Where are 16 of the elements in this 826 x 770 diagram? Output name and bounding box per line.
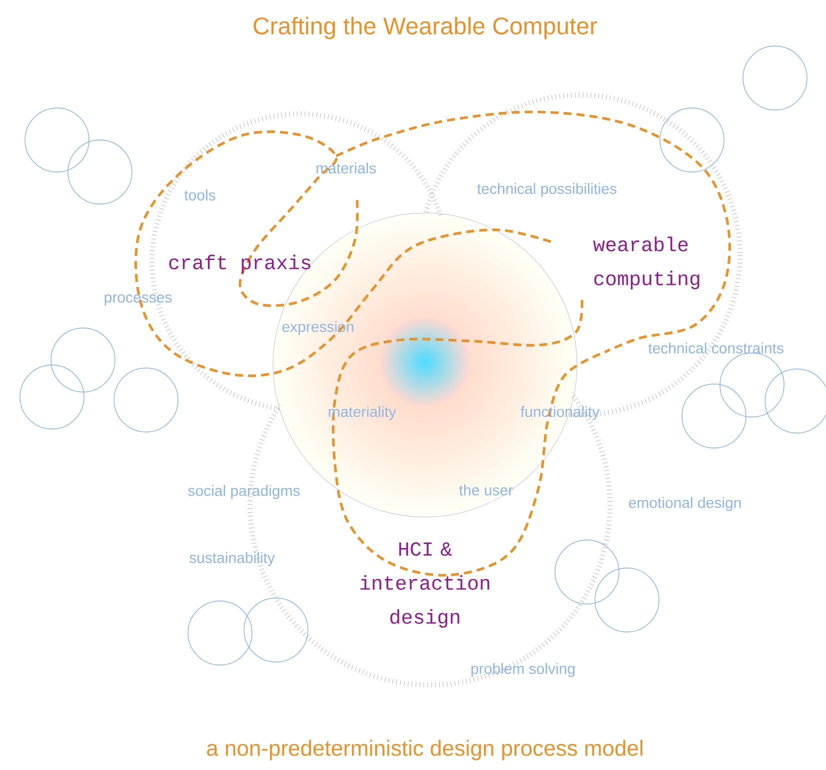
keyword-label: emotional design bbox=[628, 497, 741, 511]
keyword-label: tools bbox=[184, 190, 216, 200]
keyword-label: the user bbox=[459, 484, 513, 496]
topic-label: wearable computing bbox=[593, 236, 700, 290]
keyword-label: technical possibilities bbox=[477, 183, 616, 197]
topic-label: HCI & interaction design bbox=[360, 542, 490, 628]
caption: a non-predeterministic design process model bbox=[207, 740, 642, 760]
keyword-label: social paradigms bbox=[188, 485, 300, 499]
keyword-label: sustainability bbox=[190, 552, 275, 566]
topic-label: craft praxis bbox=[169, 254, 310, 274]
keyword-label: materiality bbox=[328, 406, 396, 420]
keyword-label: technical constraints bbox=[648, 342, 784, 354]
keyword-label: processes bbox=[104, 294, 172, 306]
keyword-label: materials bbox=[316, 162, 376, 174]
keyword-label: problem solving bbox=[471, 663, 575, 677]
title: Crafting the Wearable Computer bbox=[254, 16, 598, 40]
